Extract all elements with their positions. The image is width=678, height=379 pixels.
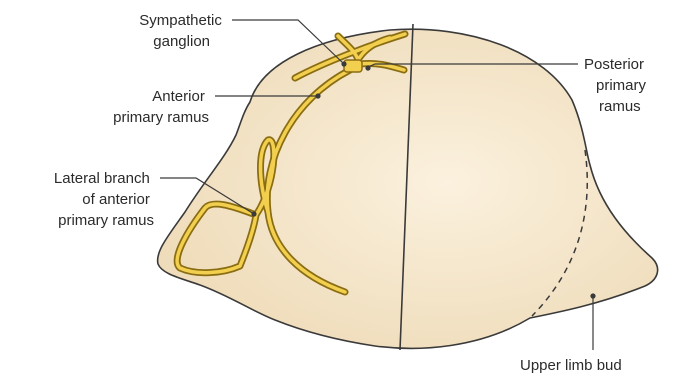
embryo-body-outline (158, 29, 658, 348)
label-sympathetic-ganglion-line2: ganglion (153, 33, 210, 50)
label-lateral-branch: Lateral branch of anterior primary ramus (54, 170, 154, 229)
label-upper-limb-bud: Upper limb bud (520, 357, 622, 374)
leader-anterior-primary-ramus-dot (316, 94, 320, 98)
label-anterior-primary-ramus-line1: Anterior (152, 88, 205, 105)
label-upper-limb-bud-line1: Upper limb bud (520, 357, 622, 374)
leader-posterior-primary-ramus-dot (366, 66, 370, 70)
leader-upper-limb-bud-dot (591, 294, 595, 298)
label-sympathetic-ganglion-line1: Sympathetic (139, 12, 222, 29)
sympathetic-ganglion-node (344, 60, 362, 72)
label-lateral-branch-line3: primary ramus (58, 212, 154, 229)
label-anterior-primary-ramus: Anterior primary ramus (113, 88, 209, 126)
label-posterior-primary-ramus-line3: ramus (599, 98, 641, 115)
label-lateral-branch-line1: Lateral branch (54, 170, 150, 187)
label-sympathetic-ganglion: Sympathetic ganglion (139, 12, 226, 50)
label-posterior-primary-ramus-line1: Posterior (584, 56, 644, 73)
label-posterior-primary-ramus-line2: primary (596, 77, 647, 94)
leader-lateral-branch-dot (252, 212, 256, 216)
label-lateral-branch-line2: of anterior (82, 191, 150, 208)
leader-sympathetic-ganglion-dot (342, 62, 346, 66)
label-posterior-primary-ramus: Posterior primary ramus (584, 56, 650, 115)
label-anterior-primary-ramus-line2: primary ramus (113, 109, 209, 126)
